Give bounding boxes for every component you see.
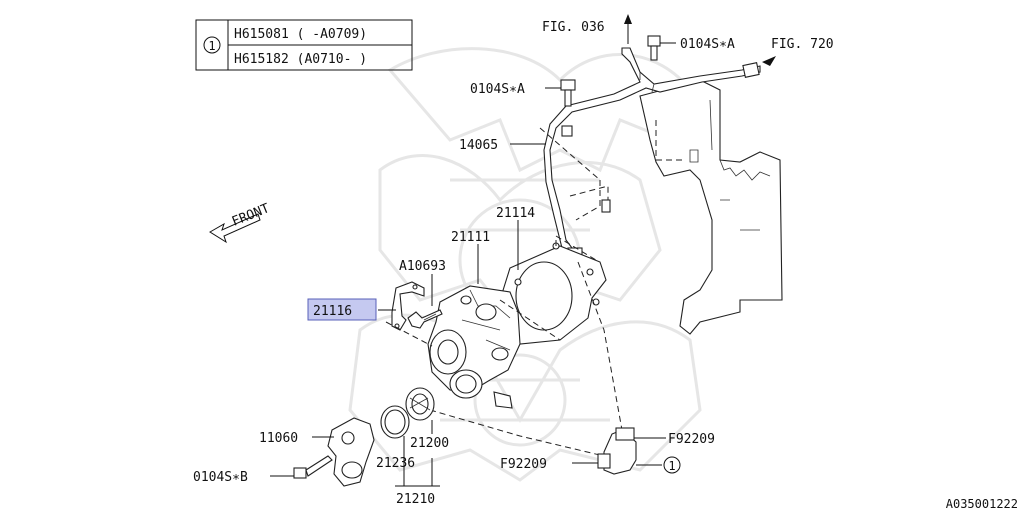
water-pump-21111: [427, 285, 521, 409]
callout-21116-highlight: [307, 298, 377, 321]
fig-720-reference: FIG. 720: [762, 37, 834, 66]
front-arrow: FRONT: [209, 201, 272, 244]
callout-14065: 14065: [459, 138, 498, 153]
callout-bolt-bottom: 0104S∗B: [193, 470, 248, 485]
engine-block: [639, 79, 783, 335]
callout-21236: 21236: [376, 456, 415, 471]
thermostat-21200: [405, 387, 435, 434]
callout-21111: 21111: [451, 230, 490, 245]
assembly-guide-lines: [385, 261, 623, 457]
legend-row-2: H615182 (A0710- ): [234, 52, 367, 67]
hose-ref-circle: [663, 456, 681, 474]
bolt-a10693: [407, 274, 443, 329]
bolt-top-right: [647, 35, 676, 61]
leader-lines: [312, 143, 546, 487]
arrow-right-icon: [762, 56, 776, 66]
arrow-up-icon: [624, 14, 632, 24]
fig-036-reference: FIG. 036: [542, 14, 632, 44]
hose-with-clamps: 1: [572, 427, 681, 475]
fig-720-label: FIG. 720: [771, 37, 834, 52]
callout-21210: 21210: [396, 492, 435, 507]
callout-21200: 21200: [410, 436, 449, 451]
legend-symbol: 1: [208, 39, 215, 53]
gasket-21114: [499, 235, 607, 345]
front-label: FRONT: [230, 201, 272, 230]
fig-036-label: FIG. 036: [542, 20, 605, 35]
callout-21116[interactable]: 21116: [313, 304, 352, 319]
gasket-21236: [380, 405, 410, 454]
bolt-bottom: [270, 455, 333, 479]
bolt-top-left: [545, 79, 576, 137]
callout-clamp-bottom: F92209: [500, 457, 547, 472]
hose-ref-symbol: 1: [668, 459, 675, 473]
callout-bolt-top-right: 0104S∗A: [680, 37, 735, 52]
legend-symbol-circle: [203, 36, 221, 54]
callout-a10693: A10693: [399, 259, 446, 274]
diagram-id: A035001222: [946, 497, 1018, 511]
callout-11060: 11060: [259, 431, 298, 446]
callout-21114: 21114: [496, 206, 535, 221]
legend-table: 1 H615081 ( -A0709) H615182 (A0710- ): [195, 19, 413, 71]
legend-row-1: H615081 ( -A0709): [234, 27, 367, 42]
cover-11060: [327, 417, 375, 487]
callout-bolt-top-left: 0104S∗A: [470, 82, 525, 97]
callout-clamp-top: F92209: [668, 432, 715, 447]
